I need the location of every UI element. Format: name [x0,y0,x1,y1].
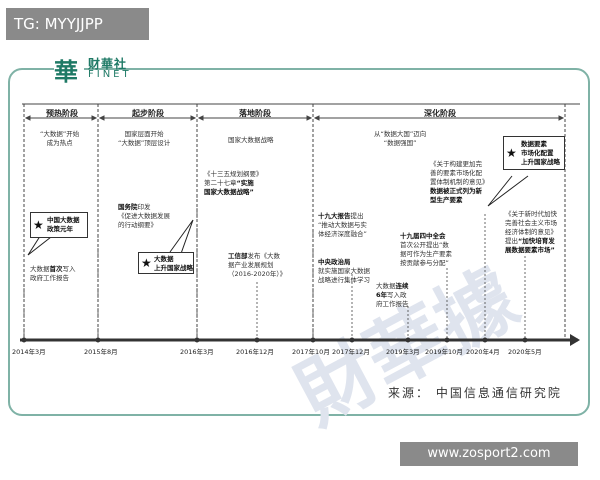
callout-national-strategy: ★ 大数据上升国家战略 [138,252,194,274]
callout-pointers [27,175,529,263]
event-2020-04: 《关于构建更加完善的要素市场化配置体制机制的意见》 数据被正式列为新型生产要素 [430,160,489,204]
callout-policy-year-one: ★ 中国大数据政策元年 [30,212,88,238]
event-2019-10: 十九届四中全会 首次公开提出“数 据可作为生产要素按贡献参与分配” [400,232,452,267]
event-2017-12: 中央政治局 就实施国家大数据战略进行集体学习 [318,258,370,284]
logo-en: FINET [88,69,132,80]
tick-label: 2015年8月 [84,348,118,356]
timeline-dots [21,337,528,343]
tick-label: 2017年12月 [332,348,370,356]
diagram-frame [8,68,590,416]
stage-note-warmup: “大数据”开始成为热点 [40,130,80,147]
stage-note-deepening: 从“数据大国”迈向“数据强国” [374,130,427,147]
event-2016-03: 《十三五规划纲要》 第二十七章“实施 国家大数据战略” [204,170,263,196]
tick-label: 2019年10月 [425,348,463,356]
stage-start: 起步阶段 [132,109,164,118]
tick-label: 2020年4月 [466,348,500,356]
tick-label: 2017年10月 [292,348,330,356]
source-note: 来源： 中国信息通信研究院 [388,386,562,400]
stage-landing: 落地阶段 [239,109,271,118]
star-icon: ★ [33,218,44,232]
stage-deepening: 深化阶段 [424,109,456,118]
event-connectors [23,196,526,338]
logo-background [54,53,84,81]
event-2015-08: 国务院印发 《促进大数据发展的行动纲要》 [118,203,170,229]
event-2019-03: 大数据连续 6年写入政 府工作报告 [376,282,409,308]
stage-note-landing: 国家大数据战略 [228,136,274,144]
stage-warmup: 预热阶段 [46,109,78,118]
event-2017-10: 十九大报告提出 “推动大数据与实体经济深度融合” [318,212,367,238]
tick-label: 2014年3月 [12,348,46,356]
star-icon: ★ [141,256,152,270]
stage-span-arrows [24,115,565,121]
tick-label: 2020年5月 [508,348,542,356]
tick-label: 2016年12月 [236,348,274,356]
tick-label: 2016年3月 [180,348,214,356]
logo-name: 财華社 [88,57,128,71]
event-2020-05: 《关于新时代加快完善社会主义市场经济体制的意见》 提出“加快培育发 展数据要素市… [505,210,557,254]
tick-label: 2019年3月 [386,348,420,356]
stage-note-start: 国家层面开始“大数据”顶层设计 [118,130,171,147]
timeline-arrowhead [570,334,580,346]
watermark-top-left: TG: MYYJJPP [6,8,149,40]
watermark-bottom-right: www.zosport2.com [400,442,578,466]
event-2016-12: 工信部发布《大数 据产业发展规划（2016-2020年）》 [228,252,287,278]
event-2014-03: 大数据首次写入 政府工作报告 [30,265,76,282]
finet-logo-icon: 華 [54,57,78,86]
callout-factor-market: ★ 数据要素市场化配置上升国家战略 [503,136,565,170]
star-icon: ★ [506,146,517,160]
